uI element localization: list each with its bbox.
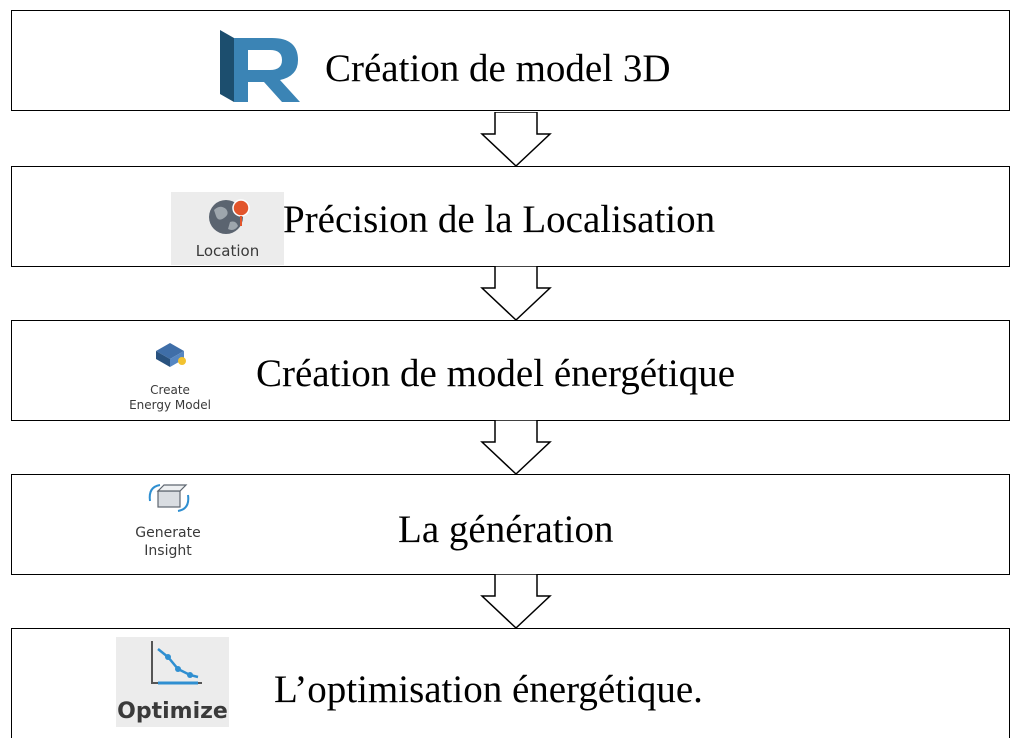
generate-insight-icon (148, 484, 190, 512)
optimize-icon-tile: Optimize (116, 637, 229, 727)
flow-arrow-4 (480, 574, 552, 630)
step-3-label: Création de model énergétique (256, 352, 736, 395)
step-2-label: Précision de la Localisation (283, 198, 716, 241)
flow-arrow-2 (480, 266, 552, 322)
step-5-label: L’optimisation énergétique. (274, 668, 703, 711)
optimize-caption: Optimize (117, 699, 228, 724)
step-1-label: Création de model 3D (325, 47, 671, 90)
flow-arrow-3 (480, 420, 552, 476)
step-4-box: Generate Insight La génération (11, 474, 1010, 575)
create-energy-model-caption-line1: Create (150, 383, 190, 397)
generate-insight-caption-line1: Generate (135, 525, 201, 541)
optimize-icon (151, 641, 202, 685)
step-2-box: Location Précision de la Localisation (11, 166, 1010, 267)
step-3-box: Create Energy Model Création de model én… (11, 320, 1010, 421)
flow-arrow-1 (480, 112, 552, 168)
step-1-box: Création de model 3D (11, 10, 1010, 111)
location-icon-tile: Location (171, 192, 284, 265)
create-energy-model-caption-line2: Energy Model (129, 398, 211, 412)
generate-insight-caption-line2: Insight (144, 543, 192, 559)
create-energy-model-icon (156, 343, 186, 367)
step-5-box: Optimize L’optimisation énergétique. (11, 628, 1010, 738)
revit-logo-icon (220, 30, 300, 102)
location-globe-icon (209, 199, 250, 234)
step-4-label: La génération (398, 508, 614, 551)
location-caption: Location (195, 242, 260, 260)
